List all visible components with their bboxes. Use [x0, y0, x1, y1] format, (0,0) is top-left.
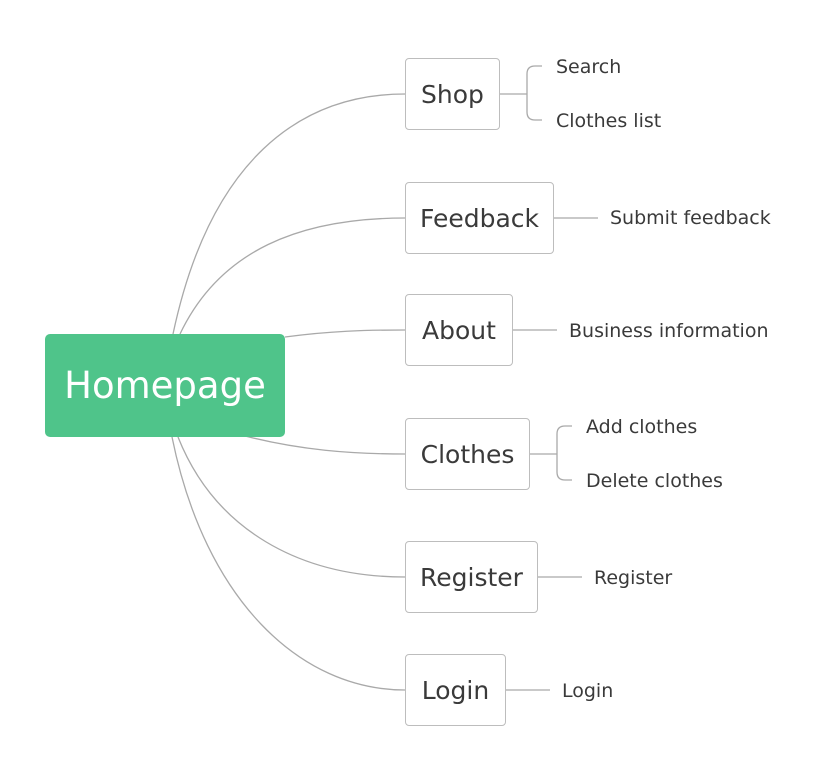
root-node-homepage[interactable]: Homepage — [45, 334, 285, 437]
branch-node-register[interactable]: Register — [405, 541, 538, 613]
link-homepage-feedback — [179, 217, 406, 335]
leaf-delete-clothes[interactable]: Delete clothes — [586, 470, 723, 492]
link-homepage-register — [177, 436, 406, 578]
leaf-business-information[interactable]: Business information — [569, 320, 769, 342]
leaf-register[interactable]: Register — [594, 567, 673, 589]
bracket-clothes — [556, 425, 572, 481]
branch-node-feedback[interactable]: Feedback — [405, 182, 554, 254]
leaf-login[interactable]: Login — [562, 680, 614, 702]
link-homepage-login — [171, 436, 406, 691]
branch-node-login[interactable]: Login — [405, 654, 506, 726]
link-homepage-clothes — [244, 435, 406, 455]
branch-node-clothes[interactable]: Clothes — [405, 418, 530, 490]
branch-node-about[interactable]: About — [405, 294, 513, 366]
branch-node-shop[interactable]: Shop — [405, 58, 500, 130]
leaf-clothes-list[interactable]: Clothes list — [556, 110, 662, 132]
bracket-shop — [526, 65, 542, 121]
leaf-search[interactable]: Search — [556, 56, 622, 78]
leaf-add-clothes[interactable]: Add clothes — [586, 416, 698, 438]
link-homepage-shop — [172, 93, 406, 335]
leaf-submit-feedback[interactable]: Submit feedback — [610, 207, 771, 229]
link-homepage-about — [284, 329, 406, 338]
